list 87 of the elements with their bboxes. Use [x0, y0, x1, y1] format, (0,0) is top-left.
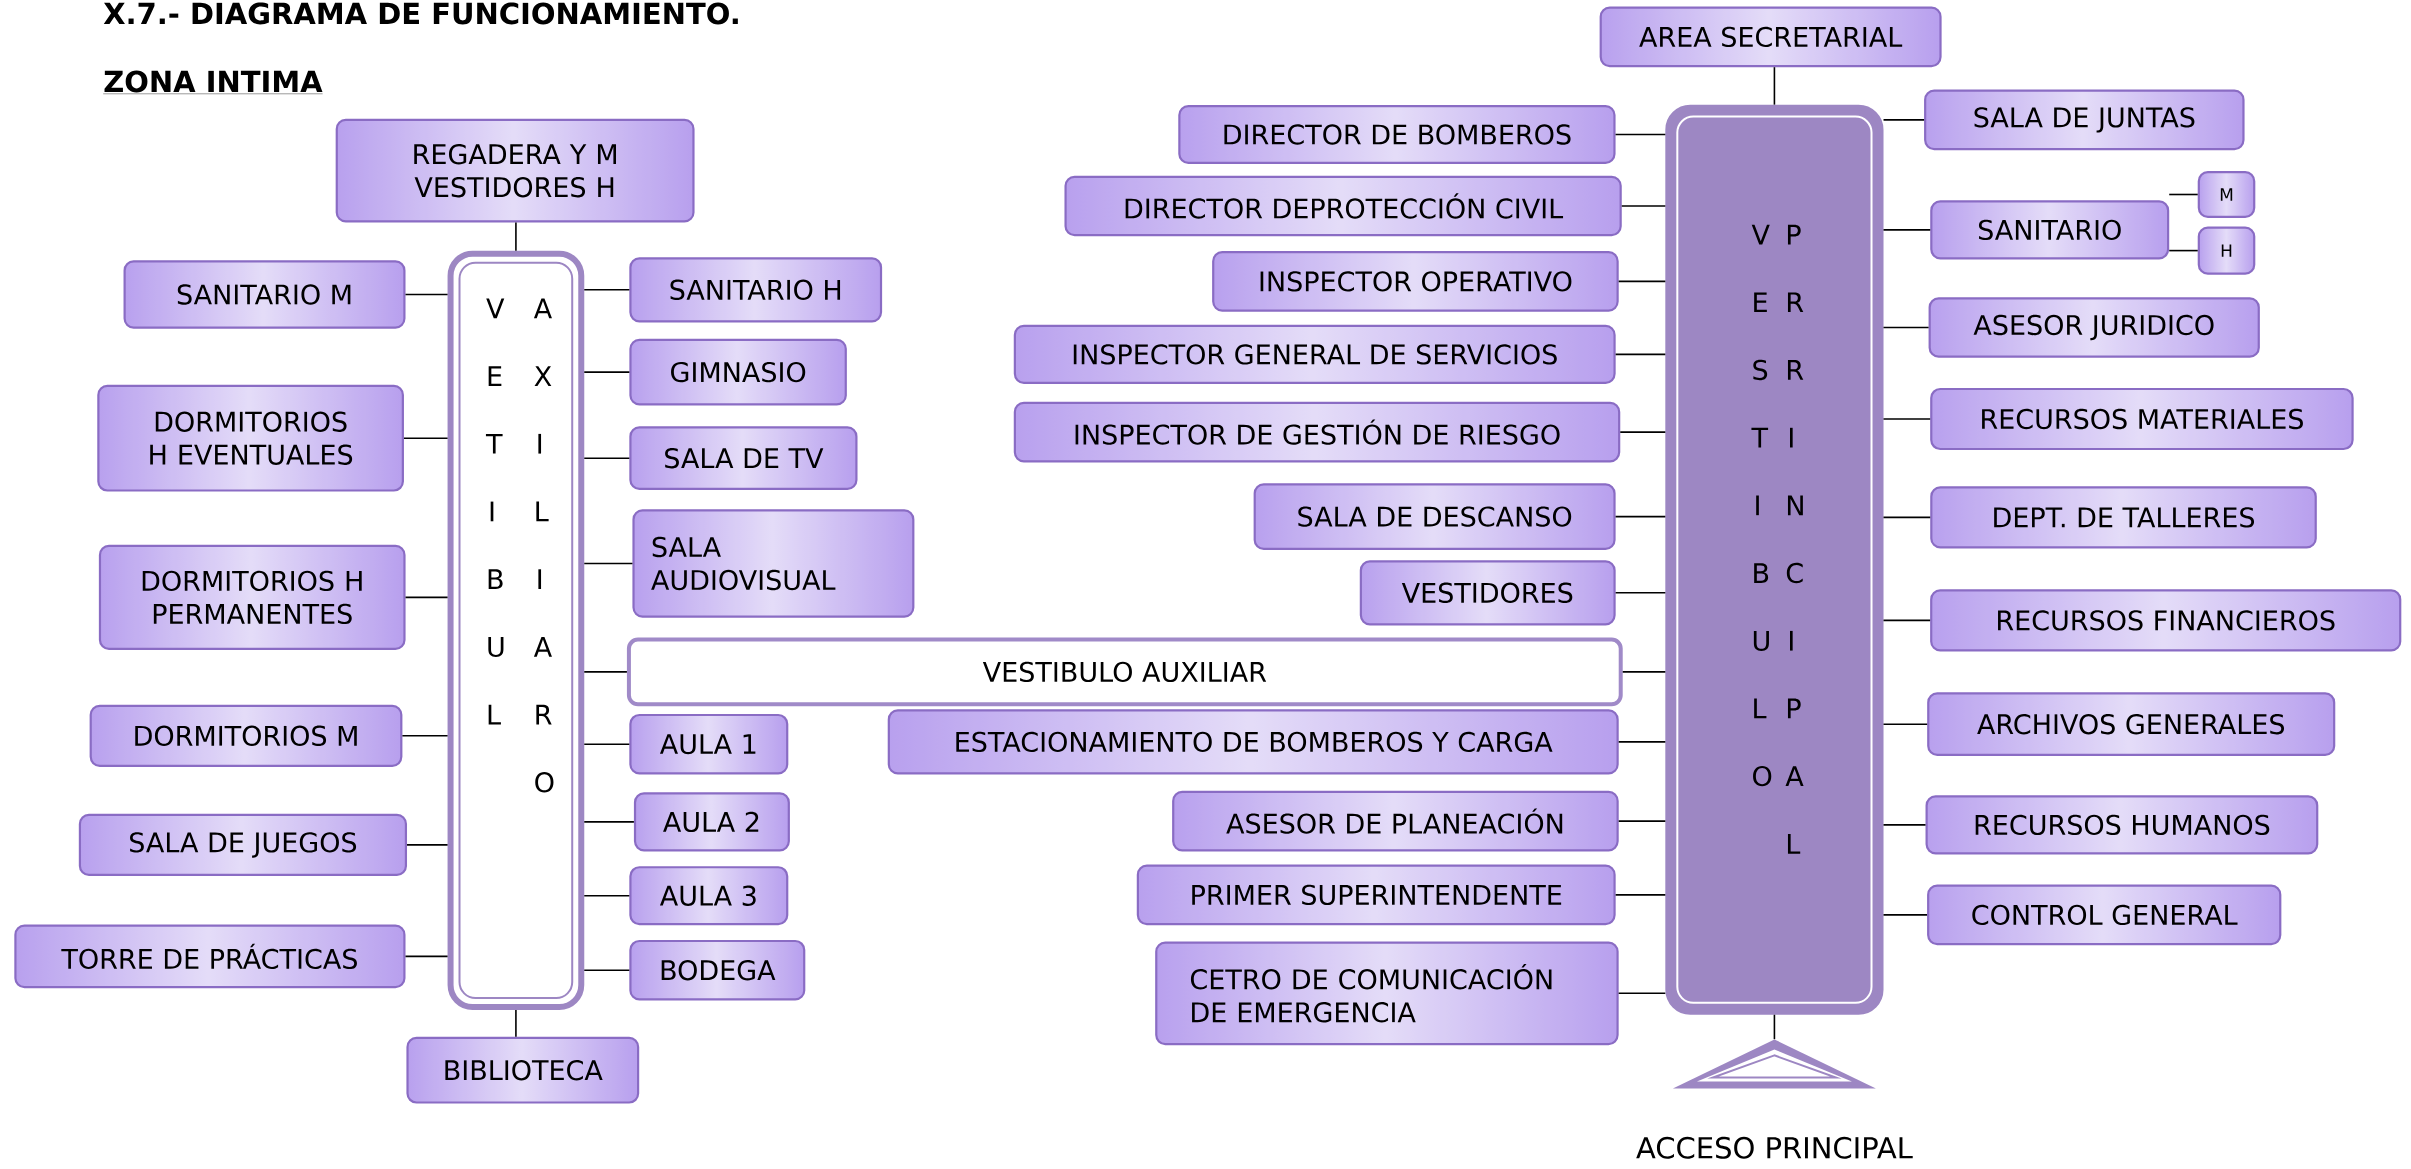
connector-line [1882, 229, 1931, 231]
hall-box: VESTIBULO AUXILIAR [626, 637, 1623, 707]
room-box: ASESOR DE PLANEACIÓN [1172, 790, 1619, 852]
connector-line [1882, 418, 1931, 420]
room-box: BIBLIOTECA [406, 1036, 640, 1104]
connector-line [1773, 66, 1776, 106]
room-box: REGADERA Y M VESTIDORES H [335, 118, 695, 223]
connector-line [401, 735, 449, 737]
room-box: BODEGA [629, 939, 806, 1001]
connector-line [583, 743, 631, 745]
room-box: ESTACIONAMIENTO DE BOMBEROS Y CARGA [887, 709, 1619, 775]
connector-line [1882, 619, 1931, 622]
connector-line [1617, 820, 1667, 822]
connector-line [583, 371, 631, 373]
connector-line [1614, 592, 1667, 594]
room-box: AULA 2 [633, 792, 790, 852]
room-box: PRIMER SUPERINTENDENTE [1136, 864, 1616, 926]
room-box: DEPT. DE TALLERES [1930, 486, 2317, 549]
connector-line [1882, 326, 1930, 329]
connector-line [583, 289, 631, 291]
room-box: SALA DE JUNTAS [1924, 89, 2245, 151]
connector-line [1620, 205, 1667, 207]
connector-line [403, 437, 449, 439]
room-box: SANITARIO H [629, 257, 883, 323]
room-box: AULA 1 [629, 713, 789, 775]
title: X.7.- DIAGRAMA DE FUNCIONAMIENTO. [103, 2, 738, 25]
room-box: AREA SECRETARIAL [1599, 6, 1942, 68]
room-box: ASESOR JURIDICO [1928, 297, 2260, 358]
entrance-label: ACCESO PRINCIPAL [1636, 1136, 1913, 1159]
room-box: ARCHIVOS GENERALES [1927, 692, 2336, 757]
connector-line [1617, 992, 1667, 995]
room-box: TORRE DE PRÁCTICAS [14, 924, 406, 989]
room-box: DIRECTOR DE BOMBEROS [1178, 104, 1616, 165]
connector-line [404, 596, 449, 599]
connector-line [1882, 723, 1928, 725]
room-box: INSPECTOR DE GESTIÓN DE RIESGO [1013, 401, 1621, 463]
room-box: SALA DE DESCANSO [1253, 483, 1616, 550]
connector-line [583, 821, 635, 823]
connector-line [1614, 894, 1667, 896]
connector-line [404, 293, 449, 296]
connector-line [1882, 516, 1931, 519]
vestibule-box: VESTIBULO PRRINCIPAL [1665, 104, 1884, 1015]
connector-line [406, 844, 449, 846]
room-box: AULA 3 [629, 866, 789, 926]
section-heading: ZONA INTIMA [103, 70, 323, 94]
room-box: DIRECTOR DEPROTECCIÓN CIVIL [1064, 175, 1622, 237]
connector-line [1614, 133, 1667, 136]
connector-line [583, 969, 631, 971]
connector-line [515, 221, 517, 252]
connector-line [404, 955, 449, 958]
small-box: M [2197, 171, 2256, 218]
connector-line [583, 671, 628, 673]
connector-line [1882, 824, 1927, 826]
room-box: SANITARIO M [123, 260, 406, 329]
connector-line [1619, 431, 1667, 433]
vestibule-box: VETIBUL AXILIARO [447, 250, 585, 1011]
room-box: SALA AUDIOVISUAL [632, 509, 915, 618]
room-box: RECURSOS HUMANOS [1925, 795, 2319, 855]
room-box: CONTROL GENERAL [1927, 884, 2282, 946]
connector-line [583, 894, 631, 897]
room-box: DORMITORIOS H PERMANENTES [98, 544, 406, 650]
connector-line [1617, 741, 1667, 743]
connector-line [2168, 249, 2199, 252]
room-box: RECURSOS MATERIALES [1930, 387, 2354, 451]
connector-line [1882, 914, 1928, 916]
connector-line [1621, 671, 1667, 673]
small-box: H [2197, 226, 2256, 275]
connector-line [2168, 193, 2199, 196]
room-box: DORMITORIOS M [89, 704, 403, 767]
room-box: CETRO DE COMUNICACIÓN DE EMERGENCIA [1155, 941, 1619, 1046]
room-box: INSPECTOR OPERATIVO [1212, 251, 1619, 312]
connector-line [583, 562, 634, 565]
room-box: VESTIDORES [1359, 560, 1616, 626]
room-box: GIMNASIO [629, 338, 847, 406]
connector-line [1614, 353, 1667, 356]
room-box: SALA DE TV [629, 426, 858, 491]
room-box: RECURSOS FINANCIEROS [1930, 589, 2402, 652]
connector-line [1773, 1013, 1776, 1040]
connector-line [515, 1009, 517, 1038]
room-box: DORMITORIOS H EVENTUALES [97, 384, 404, 492]
room-box: SALA DE JUEGOS [78, 813, 408, 876]
connector-line [1617, 280, 1667, 283]
room-box: INSPECTOR GENERAL DE SERVICIOS [1013, 324, 1616, 384]
connector-line [1882, 119, 1925, 121]
room-box: SANITARIO [1930, 200, 2170, 260]
connector-line [583, 457, 631, 459]
connector-line [1614, 515, 1667, 518]
